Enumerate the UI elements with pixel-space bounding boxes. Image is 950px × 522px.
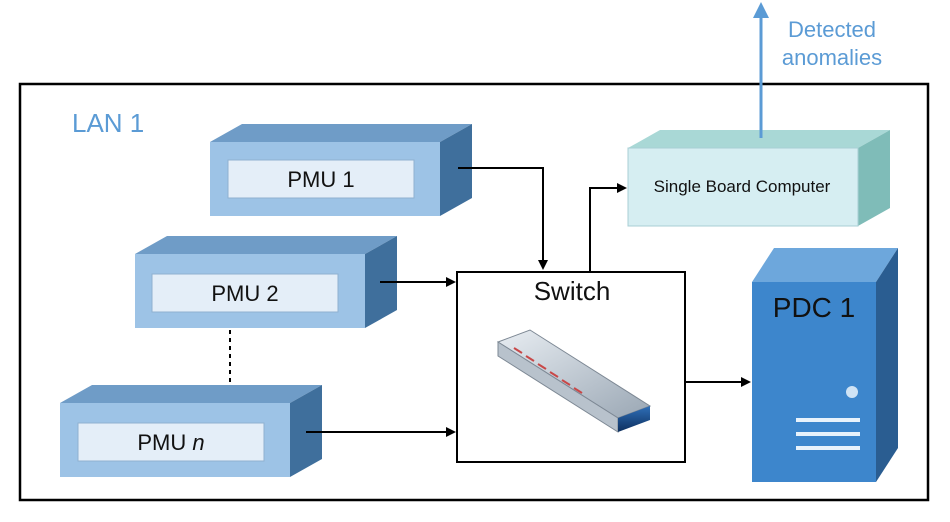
pdc-label: PDC 1 <box>772 292 856 323</box>
pmu-2-label: PMU 2 <box>211 281 279 306</box>
lan-label: LAN 1 <box>72 108 145 138</box>
detected-anomalies-label: Detected anomalies <box>762 16 902 72</box>
detected-anomalies-line-1: Detected <box>787 17 877 42</box>
sbc-label: Single Board Computer <box>653 177 831 196</box>
power-button-icon <box>846 386 858 398</box>
arrow-switch-to-sbc <box>589 183 627 272</box>
switch-device-icon <box>496 329 652 433</box>
detected-anomalies-line-2: anomalies <box>781 45 883 70</box>
switch-label: Switch <box>533 276 611 306</box>
pmu-n-label-prefix: PMU <box>137 430 193 455</box>
lan-boundary <box>18 82 930 502</box>
pmu-1-label: PMU 1 <box>287 167 355 192</box>
pmu-1-box <box>210 124 472 216</box>
pdc-1-tower <box>752 248 898 482</box>
pmu-n-label: PMU n <box>78 430 264 456</box>
sbc-box <box>627 130 890 227</box>
pmu-n-label-variable: n <box>192 430 205 455</box>
arrow-pmu1-to-switch <box>458 167 548 270</box>
